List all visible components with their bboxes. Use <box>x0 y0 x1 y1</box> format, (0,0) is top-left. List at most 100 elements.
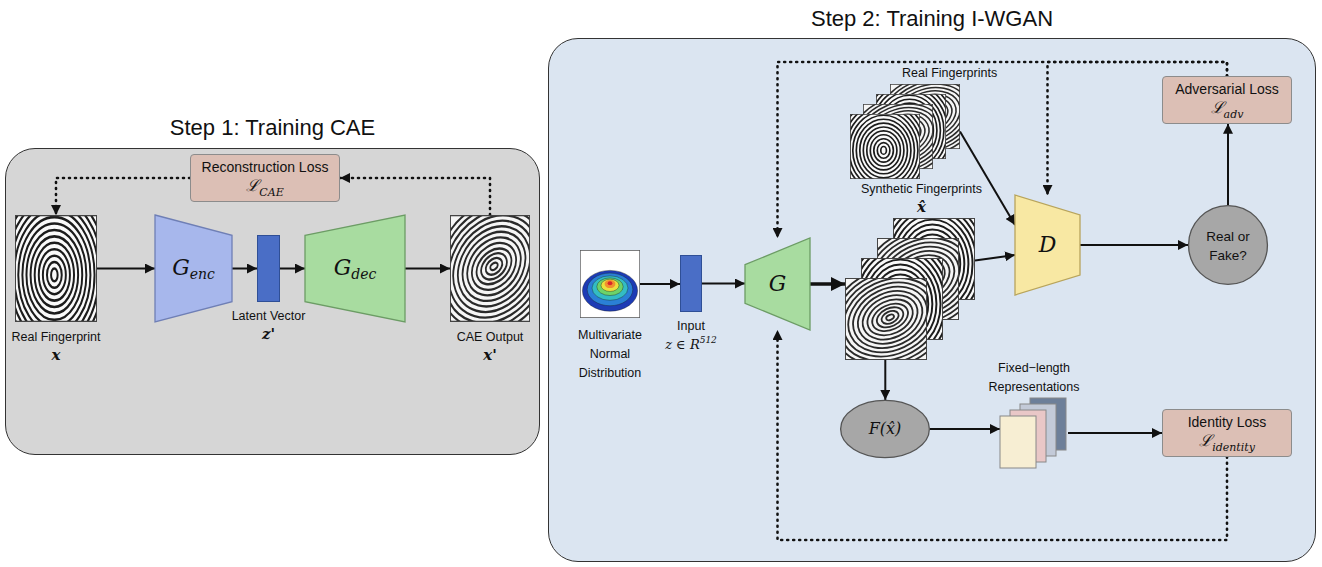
flow-connector <box>810 282 845 286</box>
trapezoid-shape <box>745 238 810 330</box>
decoder-trapezoid: Gdec <box>305 215 405 322</box>
text-group: Inputz ∈ R512 <box>665 315 717 353</box>
text-group: Step 1: Training CAE <box>170 115 375 141</box>
node-label: G <box>769 271 787 296</box>
node-label: 512 <box>700 335 717 345</box>
text-group: Multivariate Normal Distribution <box>562 324 658 382</box>
vector-bar <box>1000 416 1036 468</box>
node-label: Multivariate Normal Distribution <box>578 328 642 380</box>
loss-box: Reconstruction LossℒCAE <box>190 154 340 202</box>
text-group: F(x̂) <box>840 400 930 458</box>
node-label: ℒ <box>246 176 259 195</box>
text-group: Real Fingerprint x <box>12 326 101 364</box>
node-label: x <box>52 346 61 364</box>
text-group: Real Fingerprints <box>902 62 997 81</box>
illustration <box>850 84 960 179</box>
text-line: x' <box>457 345 524 364</box>
node-label: Adversarial Loss <box>1175 81 1279 97</box>
image-tile <box>812 246 968 389</box>
node-label: x' <box>483 346 497 364</box>
text-group: Genc <box>155 215 232 322</box>
node-label: z' <box>262 325 275 343</box>
text-group: Adversarial Lossℒadv <box>1163 77 1291 123</box>
text-line: ℒadv <box>1211 98 1244 120</box>
node-label: Input <box>677 319 705 333</box>
decision-ellipse: Real or Fake? <box>1188 205 1268 285</box>
text-line: Real Fingerprints <box>902 62 997 81</box>
encoder-trapezoid: Genc <box>155 215 232 322</box>
text-line: D <box>1039 232 1057 258</box>
ellipse-shape <box>841 400 930 457</box>
flow-connector <box>1080 244 1188 246</box>
reconstructed-image: CAE Outputx' <box>450 215 530 322</box>
input-vector: Inputz ∈ R512 <box>680 255 702 312</box>
image-tile <box>2 191 107 358</box>
node-label: enc <box>190 266 215 282</box>
illustration <box>450 215 530 322</box>
text-group: Identity Lossℒidentity <box>1163 410 1291 456</box>
node-label: dec <box>351 266 376 282</box>
text-group: G <box>745 238 810 330</box>
text-line: Step 1: Training CAE <box>170 115 375 141</box>
node-label: ℒ <box>1199 431 1212 450</box>
text-group: Step 2: Training I-WGAN <box>811 6 1053 32</box>
node-label: Latent Vector <box>232 309 306 323</box>
node-label: D <box>1039 232 1057 257</box>
node-label: Real Fingerprints <box>902 66 997 80</box>
trapezoid-shape <box>305 215 405 322</box>
node-label: CAE <box>259 186 283 199</box>
illustration <box>1000 398 1068 468</box>
distribution-icon: Multivariate Normal Distribution <box>580 250 640 318</box>
discriminator-trapezoid: D <box>1015 195 1080 295</box>
node-label: Fixed−length Representations <box>988 361 1079 394</box>
panel-title: Step 2: Training I-WGAN <box>811 6 1053 31</box>
text-line: Real or Fake? <box>1200 226 1256 264</box>
text-line: ℒCAE <box>246 176 283 198</box>
flow-connector <box>280 268 305 270</box>
node-label: Identity Loss <box>1188 414 1267 430</box>
text-line: F(x̂) <box>869 419 902 438</box>
fingerprint-stack: Real Fingerprints <box>850 84 960 179</box>
text-line: x̂ <box>861 197 982 216</box>
flow-connector <box>405 268 450 270</box>
representation-stack: Fixed−length Representations <box>1000 398 1068 468</box>
text-line: Input <box>665 315 717 334</box>
shape-outline <box>1188 205 1268 285</box>
text-line: G <box>769 271 787 297</box>
generator-trapezoid: G <box>745 238 810 330</box>
text-group: Synthetic Fingerprintsx̂ <box>861 178 982 216</box>
flow-connector <box>1068 432 1162 434</box>
illustration <box>845 218 975 360</box>
latent-vector: Latent Vectorz' <box>257 235 280 302</box>
text-line: Multivariate Normal Distribution <box>562 324 658 382</box>
text-group: Latent Vector z' <box>232 305 306 343</box>
text-group: Real or Fake? <box>1188 205 1268 285</box>
text-line: ℒidentity <box>1199 431 1255 453</box>
node-label: Real Fingerprint <box>12 330 101 344</box>
text-group: Reconstruction LossℒCAE <box>191 155 339 201</box>
node-label: adv <box>1224 108 1244 121</box>
text-group: CAE Outputx' <box>457 326 524 364</box>
node-label: G <box>334 255 352 280</box>
flow-connector <box>232 268 257 270</box>
node-label: Real or Fake? <box>1206 229 1250 263</box>
step-panel: Step 2: Training I-WGANAdversarial Lossℒ… <box>548 38 1316 562</box>
text-line: Latent Vector <box>232 305 306 324</box>
illustration <box>15 215 97 322</box>
text-line: Genc <box>172 255 215 283</box>
text-line: Identity Loss <box>1188 412 1267 431</box>
node-label: F(x̂) <box>869 419 902 438</box>
text-line: Fixed−length Representations <box>982 357 1086 395</box>
flow-connector <box>97 268 155 270</box>
ellipse-shape <box>1189 206 1268 285</box>
feature-extractor-ellipse: F(x̂) <box>840 400 930 458</box>
loss-box: Adversarial Lossℒadv <box>1162 76 1292 124</box>
panel-title: Step 1: Training CAE <box>170 115 375 140</box>
loss-box: Identity Lossℒidentity <box>1162 409 1292 457</box>
text-line: x <box>12 345 101 364</box>
fingerprint-stack: Synthetic Fingerprintsx̂ <box>845 218 975 360</box>
fingerprint-image: Real Fingerprintx <box>15 215 97 322</box>
node-label: identity <box>1212 441 1255 454</box>
trapezoid-shape <box>1015 195 1080 295</box>
